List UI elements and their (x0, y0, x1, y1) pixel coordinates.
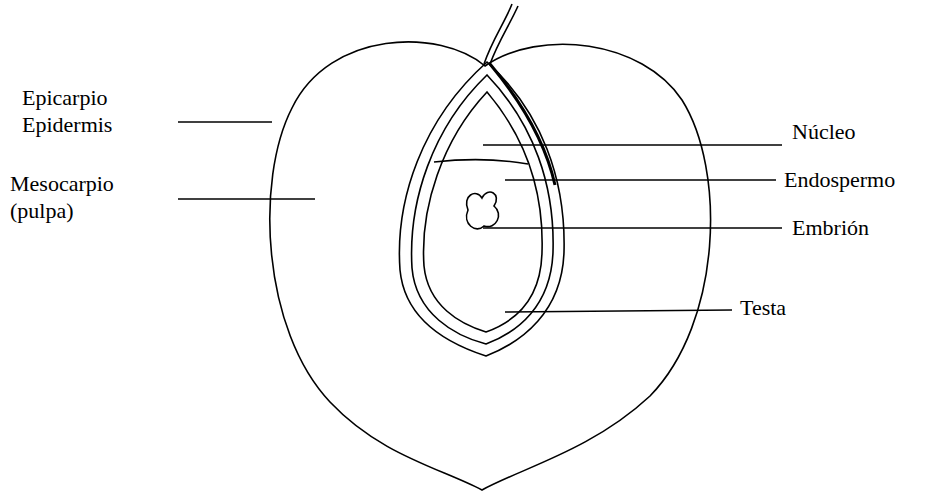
leader-line (505, 179, 776, 181)
stem (484, 4, 512, 64)
part-label: Mesocarpio (pulpa) (10, 170, 150, 224)
part-label: Endospermo (784, 166, 944, 193)
leader-line (178, 121, 272, 123)
leader-line (178, 198, 315, 200)
leader-line (483, 227, 782, 229)
leader-line (505, 310, 732, 312)
stone-inner (412, 75, 554, 344)
suture (490, 64, 555, 185)
part-label: Embrión (792, 214, 942, 241)
leader-line (483, 144, 782, 146)
embryo (467, 192, 499, 229)
part-label: Testa (740, 294, 890, 321)
fruit-outline (270, 42, 711, 490)
part-label: Núcleo (792, 118, 942, 145)
testa (424, 92, 543, 332)
inner-division (434, 160, 528, 164)
part-label: Epicarpio Epidermis (22, 84, 162, 138)
